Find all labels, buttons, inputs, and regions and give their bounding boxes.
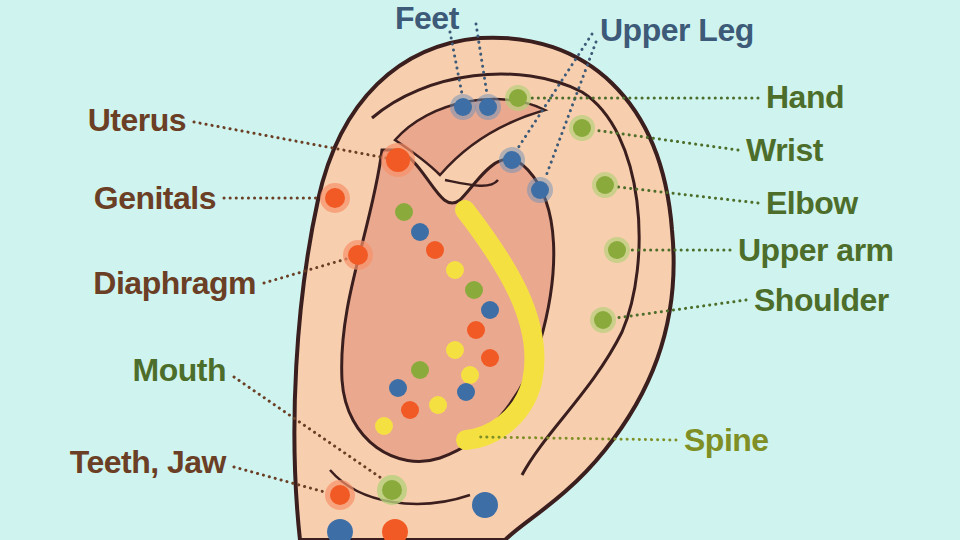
- part-label: Spine: [684, 424, 769, 456]
- part-label: Genitals: [94, 182, 216, 214]
- part-label: Feet: [395, 2, 459, 34]
- inner-ear: [342, 150, 554, 461]
- part-label: Uterus: [88, 104, 186, 136]
- part-label: Upper arm: [738, 234, 894, 266]
- points: [320, 85, 630, 540]
- leader-lines: [194, 24, 758, 493]
- part-label: Hand: [766, 81, 844, 113]
- fold-line: [445, 180, 498, 186]
- part-label: Mouth: [133, 354, 226, 386]
- part-label: Wrist: [746, 134, 823, 166]
- part-label: Elbow: [766, 187, 858, 219]
- part-label: Upper Leg: [600, 14, 754, 46]
- spine-band: [465, 210, 534, 440]
- part-label: Teeth, Jaw: [70, 446, 226, 478]
- part-label: Diaphragm: [93, 267, 256, 299]
- ear-outline: [294, 38, 673, 540]
- part-label: Shoulder: [754, 284, 889, 316]
